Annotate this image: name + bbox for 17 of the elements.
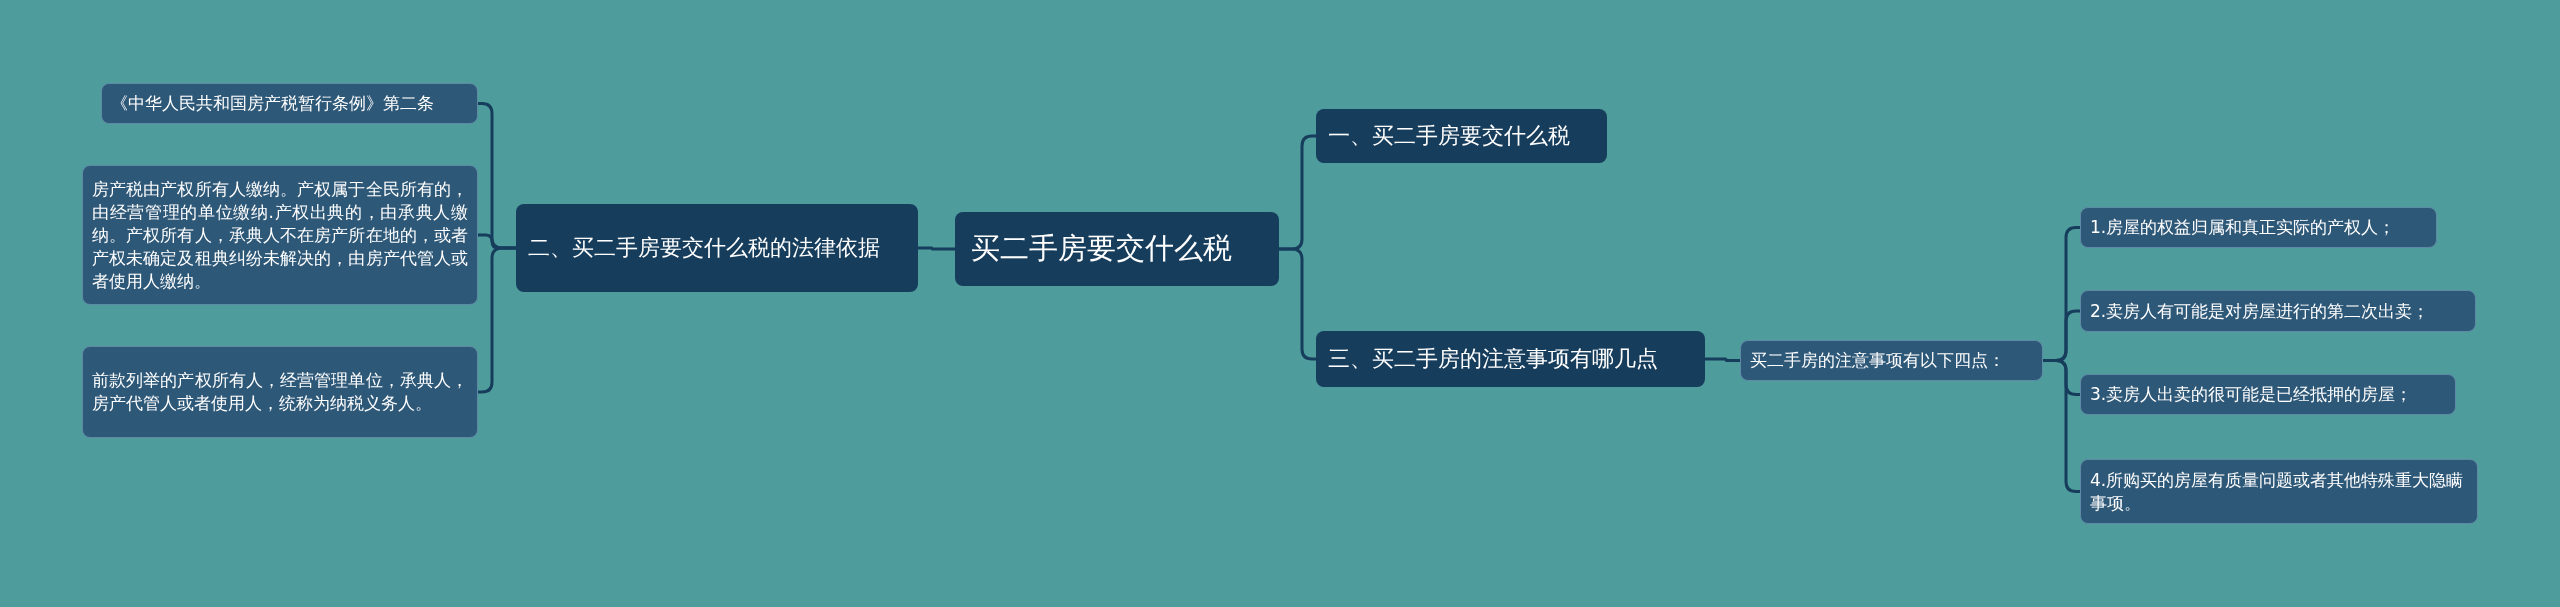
subtopic-box: 《中华人民共和国房产税暂行条例》第二条 — [101, 83, 478, 124]
subtopic-box: 4.所购买的房屋有质量问题或者其他特殊重大隐瞒事项。 — [2080, 459, 2478, 524]
subtopic-box: 买二手房的注意事项有以下四点： — [1740, 340, 2043, 381]
central-topic-box: 买二手房要交什么税 — [955, 212, 1279, 286]
subtopic-box: 前款列举的产权所有人，经营管理单位，承典人，房产代管人或者使用人，统称为纳税义务人。 — [82, 346, 478, 438]
subtopic-box: 1.房屋的权益归属和真正实际的产权人； — [2080, 207, 2437, 248]
subtopic-box: 3.卖房人出卖的很可能是已经抵押的房屋； — [2080, 374, 2456, 415]
topic-box: 三、买二手房的注意事项有哪几点 — [1316, 331, 1705, 387]
topic-box: 二、买二手房要交什么税的法律依据 — [516, 204, 918, 292]
connector-line — [2043, 359, 2080, 493]
connector-line — [478, 246, 516, 394]
connector-line — [1279, 247, 1316, 361]
topic-box: 一、买二手房要交什么税 — [1316, 109, 1607, 163]
subtopic-box: 房产税由产权所有人缴纳。产权属于全民所有的，由经营管理的单位缴纳.产权出典的，由承典人缴纳。产权所有人，承典人不在房产所在地的，或者产权未确定及租典纠纷未解决的，由房产代管人或者使用人缴纳。 — [82, 165, 478, 305]
subtopic-box: 2.卖房人有可能是对房屋进行的第二次出卖； — [2080, 290, 2476, 332]
connector-line — [918, 246, 955, 251]
connector-line — [1705, 357, 1740, 362]
